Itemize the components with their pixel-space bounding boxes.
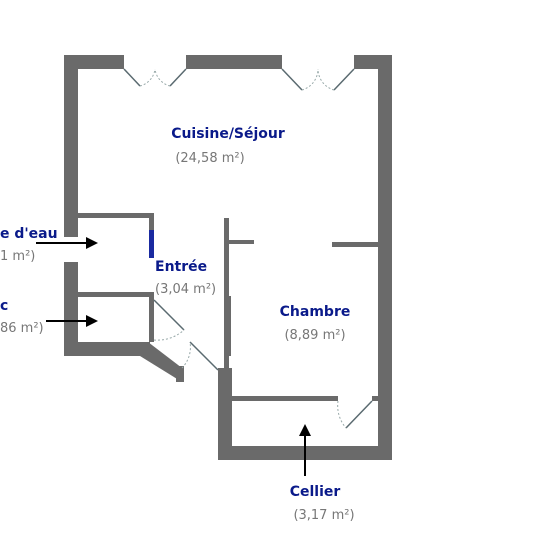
- label-storage: Cellier (3,17 m²): [290, 484, 355, 523]
- label-shower: e d'eau 1 m²): [0, 226, 58, 264]
- label-entry: Entrée (3,04 m²): [155, 259, 216, 297]
- storage-area: (3,17 m²): [293, 508, 354, 523]
- window-right: [281, 68, 355, 91]
- wc-name: c: [0, 298, 8, 314]
- storage-name: Cellier: [290, 484, 341, 500]
- bedroom-area: (8,89 m²): [284, 328, 345, 343]
- shower-name: e d'eau: [0, 226, 58, 242]
- kitchen-area: (24,58 m²): [175, 151, 244, 166]
- window-left: [123, 68, 187, 87]
- arrow-shower: [36, 237, 98, 249]
- arrow-storage: [299, 424, 311, 476]
- bedroom-name: Chambre: [280, 304, 351, 320]
- label-kitchen: Cuisine/Séjour (24,58 m²): [171, 126, 285, 166]
- door-entry: [181, 341, 219, 371]
- entry-name: Entrée: [155, 259, 207, 275]
- door-wc: [153, 299, 185, 341]
- kitchen-name: Cuisine/Séjour: [171, 126, 285, 142]
- wc-area: 86 m²): [0, 321, 44, 336]
- inner-walls: [64, 213, 380, 401]
- label-wc: c 86 m²): [0, 298, 44, 336]
- arrow-wc: [46, 315, 98, 327]
- door-cellier: [337, 400, 373, 429]
- label-bedroom: Chambre (8,89 m²): [280, 304, 351, 343]
- blue-wall-accent: [149, 230, 154, 258]
- shower-area: 1 m²): [0, 249, 35, 264]
- entry-area: (3,04 m²): [155, 282, 216, 297]
- outer-walls: [64, 55, 392, 460]
